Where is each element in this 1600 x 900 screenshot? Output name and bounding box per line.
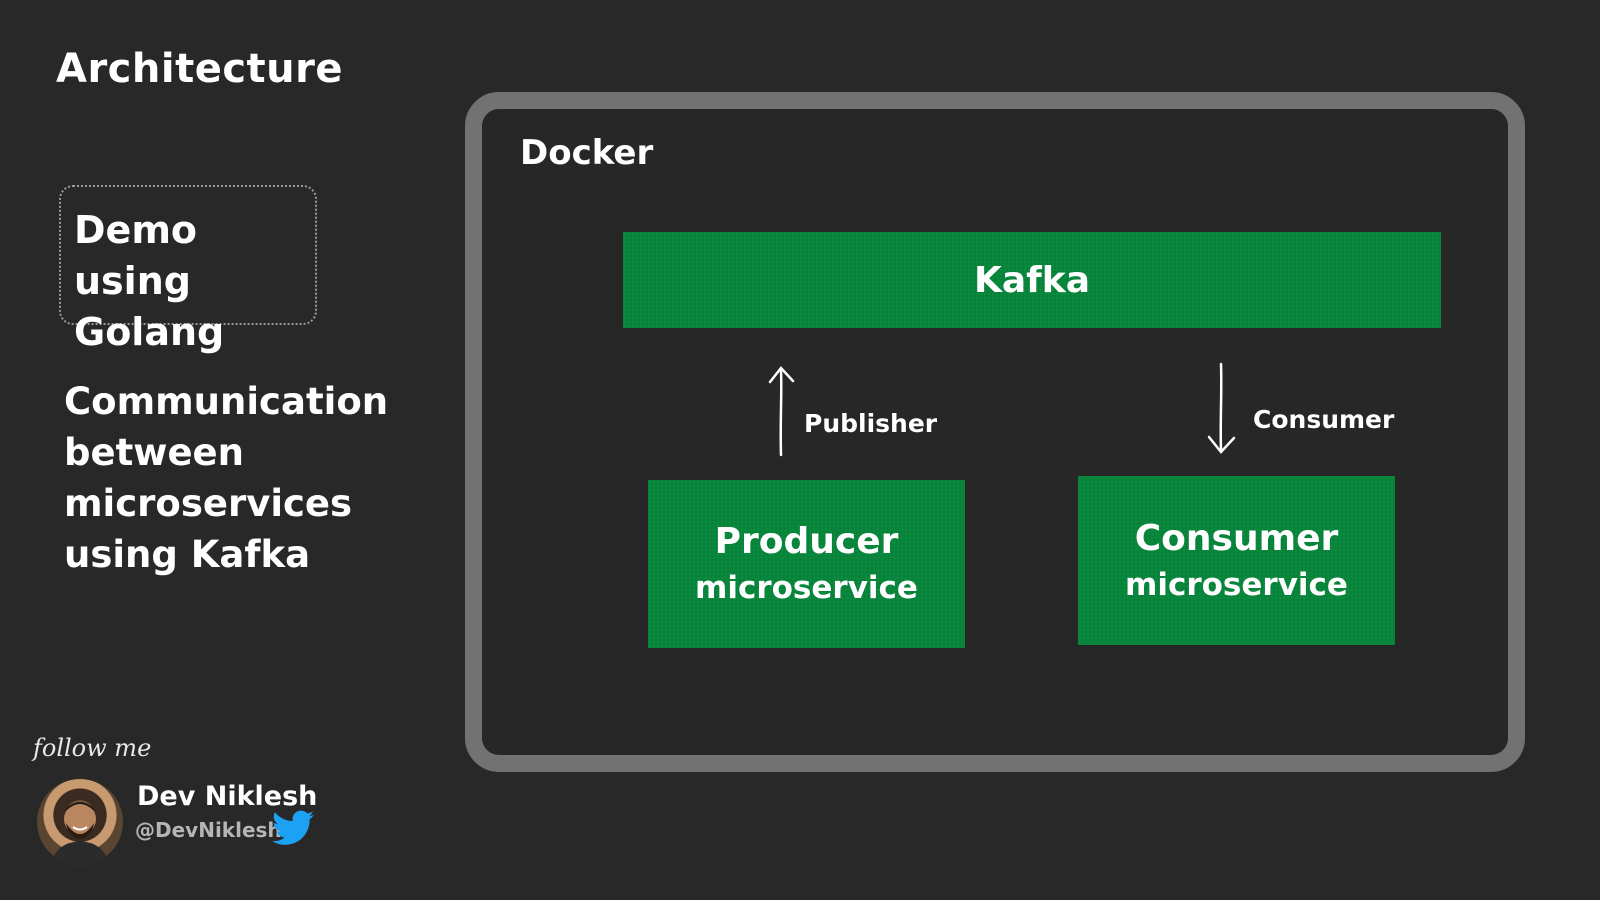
consumer-name: Consumer [1134,517,1339,559]
consumer-flow-label: Consumer [1253,405,1395,434]
demo-line-1: Demo using [74,208,198,303]
avatar [37,779,123,865]
author-name: Dev Niklesh [137,781,318,812]
publish-arrow [768,366,795,457]
slide-description: Communication between microservices usin… [64,376,404,580]
docker-label: Docker [520,133,654,173]
description-line: microservices [64,482,353,525]
producer-name: Producer [714,521,899,562]
slide-title: Architecture [56,46,343,92]
description-line: between [64,431,244,474]
kafka-label: Kafka [973,259,1091,301]
author-handle[interactable]: @DevNiklesh [135,818,282,842]
publisher-label: Publisher [804,409,938,438]
kafka-node: Kafka [623,232,1441,328]
consume-arrow [1207,362,1236,454]
producer-node: Producer microservice [648,480,965,648]
twitter-icon[interactable] [272,810,314,846]
description-line: using Kafka [64,533,311,576]
description-line: Communication [64,380,389,423]
producer-sub: microservice [695,570,918,606]
follow-me-text: follow me [33,734,152,762]
consumer-node: Consumer microservice [1078,476,1395,645]
docker-container-frame [465,92,1525,772]
consumer-sub: microservice [1125,566,1348,603]
demo-note-box: Demo using Golang [59,185,317,354]
demo-line-2: Golang [74,310,225,354]
